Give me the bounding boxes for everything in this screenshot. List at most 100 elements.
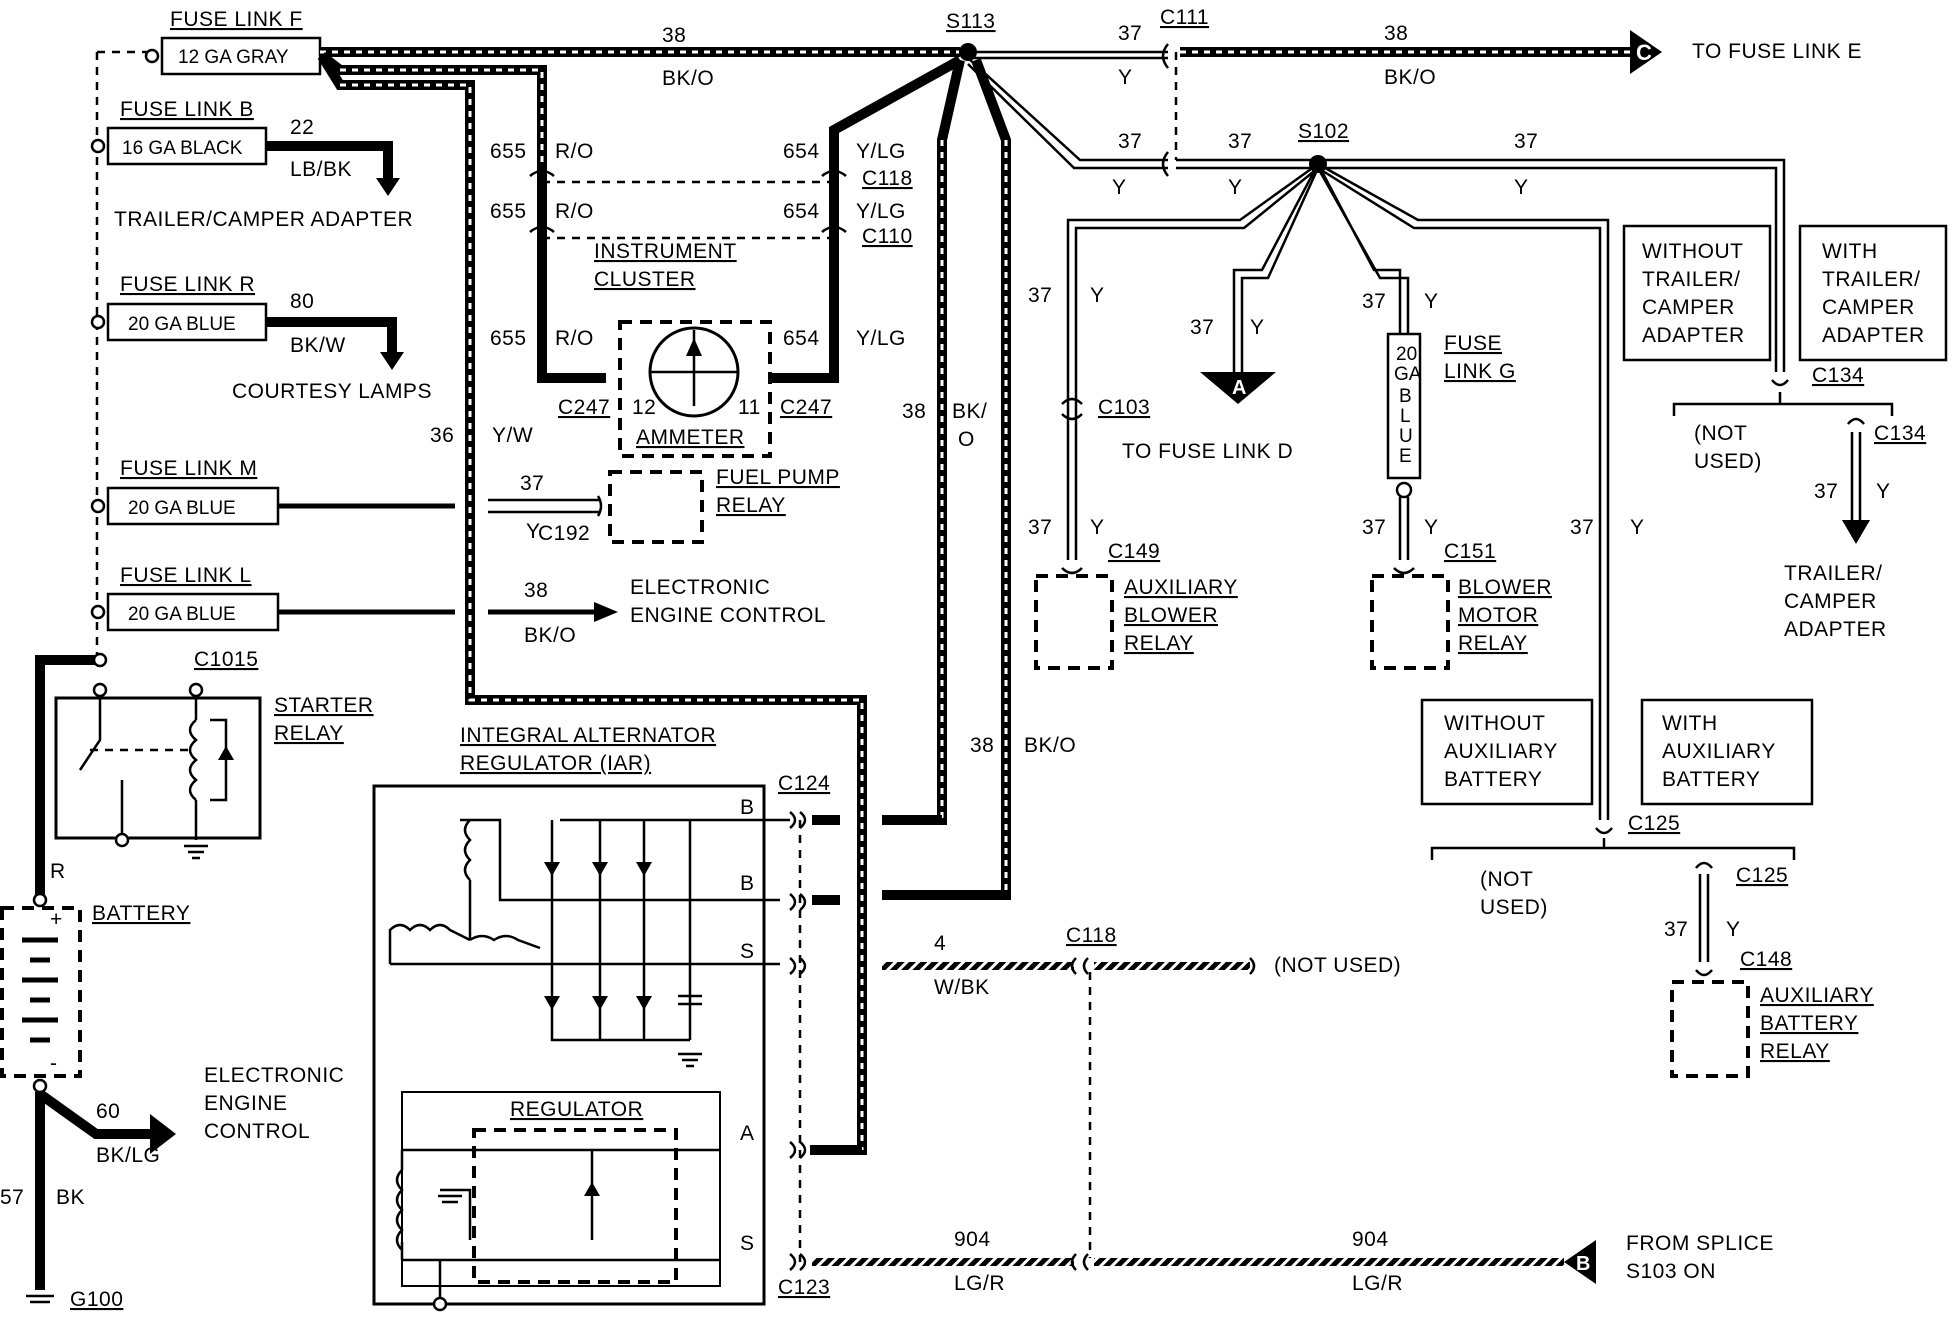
svg-text:38: 38 bbox=[902, 400, 926, 423]
svg-text:655: 655 bbox=[490, 200, 527, 223]
svg-text:BK/O: BK/O bbox=[1384, 66, 1436, 89]
svg-text:B: B bbox=[740, 796, 755, 819]
fuse-link-m-title: FUSE LINK M bbox=[120, 457, 257, 480]
svg-text:C103: C103 bbox=[1098, 396, 1150, 419]
svg-text:C1015: C1015 bbox=[194, 648, 258, 671]
fuse-link-l-title: FUSE LINK L bbox=[120, 564, 252, 587]
svg-text:C134: C134 bbox=[1874, 422, 1926, 445]
svg-text:BLOWER: BLOWER bbox=[1458, 576, 1552, 599]
svg-text:BK: BK bbox=[56, 1186, 85, 1209]
svg-text:R/O: R/O bbox=[555, 200, 594, 223]
svg-text:B: B bbox=[1576, 1253, 1590, 1275]
svg-text:4: 4 bbox=[934, 932, 946, 955]
wire-22: 22 LB/BK TRAILER/CAMPER ADAPTER bbox=[114, 116, 413, 231]
svg-text:GA: GA bbox=[1394, 364, 1422, 385]
fuse-link-b: FUSE LINK B 16 GA BLACK bbox=[90, 98, 268, 166]
svg-text:Y: Y bbox=[1112, 176, 1127, 199]
svg-text:11: 11 bbox=[738, 396, 761, 419]
to-fuse-link-e-label: TO FUSE LINK E bbox=[1692, 40, 1862, 63]
svg-text:60: 60 bbox=[96, 1100, 120, 1123]
svg-text:Y: Y bbox=[1118, 66, 1133, 89]
svg-text:REGULATOR: REGULATOR bbox=[510, 1098, 643, 1121]
svg-text:37: 37 bbox=[1570, 516, 1594, 539]
svg-text:O: O bbox=[958, 428, 975, 451]
svg-text:FUEL PUMP: FUEL PUMP bbox=[716, 466, 840, 489]
svg-text:C149: C149 bbox=[1108, 540, 1160, 563]
svg-text:USED): USED) bbox=[1480, 896, 1548, 919]
svg-text:Y: Y bbox=[1424, 516, 1439, 539]
svg-text:37: 37 bbox=[1362, 516, 1386, 539]
svg-text:Y/W: Y/W bbox=[492, 424, 533, 447]
svg-text:Y: Y bbox=[1514, 176, 1529, 199]
battery: R + - BATTERY 60 BK/LG ELECTRONIC ENGINE… bbox=[0, 860, 344, 1311]
alternator: INTEGRAL ALTERNATOR REGULATOR (IAR) B B … bbox=[372, 724, 1006, 1312]
svg-text:LB/BK: LB/BK bbox=[290, 158, 352, 181]
svg-text:(NOT: (NOT bbox=[1480, 868, 1533, 891]
svg-text:37: 37 bbox=[1028, 284, 1052, 307]
svg-text:37: 37 bbox=[520, 472, 544, 495]
aux-battery-option-boxes: WITHOUT AUXILIARY BATTERY WITH AUXILIARY… bbox=[1420, 698, 1873, 1078]
svg-text:STARTER: STARTER bbox=[274, 694, 374, 717]
fuse-link-b-gauge: 16 GA BLACK bbox=[122, 138, 243, 159]
splice-s102: S102 37 Y 37 Y 37 Y C103 37 Y A 37 Y TO … bbox=[1028, 120, 1786, 820]
svg-text:C247: C247 bbox=[780, 396, 832, 419]
svg-text:Y: Y bbox=[1228, 176, 1243, 199]
svg-text:C148: C148 bbox=[1740, 948, 1792, 971]
fuse-link-f: FUSE LINK F 12 GA GRAY bbox=[144, 8, 322, 76]
fuse-link-l-gauge: 20 GA BLUE bbox=[128, 604, 236, 625]
svg-text:E: E bbox=[1399, 446, 1412, 467]
svg-text:Y: Y bbox=[1090, 284, 1105, 307]
svg-text:S103 ON: S103 ON bbox=[1626, 1260, 1716, 1283]
wire-37-fuel-pump: 37 Y C192 FUEL PUMP RELAY bbox=[278, 466, 840, 545]
svg-text:S113: S113 bbox=[946, 10, 996, 33]
svg-text:RELAY: RELAY bbox=[274, 722, 344, 745]
svg-text:INSTRUMENT: INSTRUMENT bbox=[594, 240, 737, 263]
svg-text:Y: Y bbox=[1876, 480, 1891, 503]
svg-text:WITHOUT: WITHOUT bbox=[1444, 712, 1545, 735]
svg-text:ENGINE: ENGINE bbox=[204, 1092, 288, 1115]
courtesy-lamps-label: COURTESY LAMPS bbox=[232, 380, 432, 403]
not-used-label: (NOT USED) bbox=[1274, 954, 1401, 977]
svg-text:C111: C111 bbox=[1160, 6, 1209, 29]
svg-text:R/O: R/O bbox=[555, 140, 594, 163]
svg-text:ENGINE CONTROL: ENGINE CONTROL bbox=[630, 604, 826, 627]
svg-text:C118: C118 bbox=[1066, 924, 1117, 947]
fuse-link-b-title: FUSE LINK B bbox=[120, 98, 254, 121]
svg-text:W/BK: W/BK bbox=[934, 976, 990, 999]
svg-text:904: 904 bbox=[954, 1228, 991, 1251]
svg-text:57: 57 bbox=[0, 1186, 24, 1209]
svg-text:Y: Y bbox=[1726, 918, 1741, 941]
svg-text:38: 38 bbox=[662, 24, 686, 47]
svg-text:655: 655 bbox=[490, 327, 527, 350]
svg-text:37: 37 bbox=[1664, 918, 1688, 941]
svg-text:C125: C125 bbox=[1628, 812, 1680, 835]
fuse-link-m: FUSE LINK M 20 GA BLUE bbox=[90, 457, 280, 526]
svg-text:37: 37 bbox=[1514, 130, 1538, 153]
wire-38-top: 38 BK/O bbox=[320, 24, 960, 90]
svg-text:BK/O: BK/O bbox=[524, 624, 576, 647]
svg-text:FUSE: FUSE bbox=[1444, 332, 1502, 355]
svg-text:37: 37 bbox=[1814, 480, 1838, 503]
svg-text:ADAPTER: ADAPTER bbox=[1822, 324, 1925, 347]
svg-text:B: B bbox=[1399, 386, 1412, 407]
fuse-link-r-gauge: 20 GA BLUE bbox=[128, 314, 236, 335]
svg-text:AUXILIARY: AUXILIARY bbox=[1124, 576, 1238, 599]
svg-text:904: 904 bbox=[1352, 1228, 1389, 1251]
svg-text:INTEGRAL ALTERNATOR: INTEGRAL ALTERNATOR bbox=[460, 724, 716, 747]
svg-text:MOTOR: MOTOR bbox=[1458, 604, 1538, 627]
svg-text:37: 37 bbox=[1228, 130, 1252, 153]
svg-text:12: 12 bbox=[632, 396, 656, 419]
svg-text:BK/O: BK/O bbox=[1024, 734, 1076, 757]
left-dashed-bus bbox=[95, 50, 150, 660]
svg-text:G100: G100 bbox=[70, 1288, 123, 1311]
instrument-cluster: 655 R/O 655 R/O 655 R/O 654 Y/LG 654 Y/L… bbox=[490, 55, 963, 458]
fuse-link-m-gauge: 20 GA BLUE bbox=[128, 498, 236, 519]
svg-text:Y/LG: Y/LG bbox=[856, 200, 906, 223]
svg-text:ADAPTER: ADAPTER bbox=[1642, 324, 1745, 347]
svg-text:22: 22 bbox=[290, 116, 314, 139]
svg-text:Y: Y bbox=[1250, 316, 1265, 339]
svg-text:36: 36 bbox=[430, 424, 454, 447]
svg-text:LG/R: LG/R bbox=[954, 1272, 1005, 1295]
svg-text:C134: C134 bbox=[1812, 364, 1864, 387]
svg-text:WITHOUT: WITHOUT bbox=[1642, 240, 1743, 263]
